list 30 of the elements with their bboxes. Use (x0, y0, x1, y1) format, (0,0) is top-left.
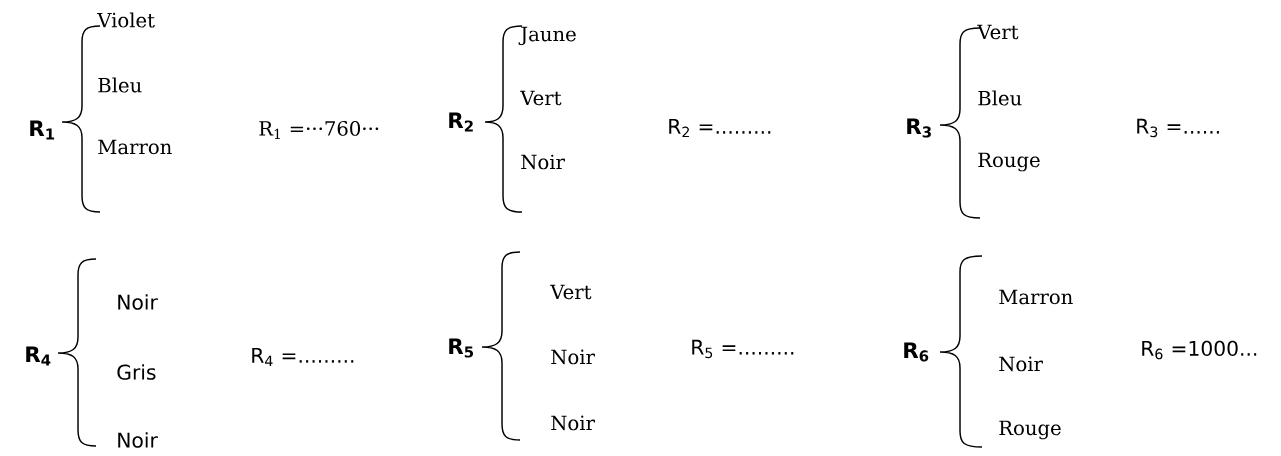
colour-band-label: Noir (118, 432, 158, 448)
resistance-answer: R$_{6}$ =1000... (1142, 340, 1257, 360)
resistor-name: R$_{3}$ (907, 118, 931, 138)
colour-band-label: Noir (521, 154, 565, 170)
resistor-name: R$_{1}$ (30, 120, 55, 140)
colour-band-label: Vert (977, 24, 1019, 40)
resistor-name: R$_{4}$ (26, 346, 51, 366)
colour-band-label: Gris (117, 364, 156, 380)
resistance-answer: R$_{2}$ =......... (669, 118, 771, 138)
colour-band-label: Noir (999, 356, 1043, 372)
colour-band-label: Rouge (978, 152, 1040, 172)
resistance-answer: R$_{4}$ =......... (252, 347, 354, 367)
colour-band-label: Noir (551, 349, 595, 365)
colour-band-label: Rouge (999, 420, 1061, 440)
resistor-name: R$_{2}$ (449, 112, 473, 132)
resistance-answer: R$_{1}$ =···760··· (259, 121, 379, 139)
colour-band-label: Jaune (518, 26, 576, 46)
colour-band-label: Marron (999, 289, 1073, 305)
colour-band-label: Noir (551, 415, 595, 431)
colour-band-label: Bleu (978, 90, 1022, 106)
resistance-answer: R$_{3}$ =...... (1137, 118, 1219, 138)
resistor-name: R$_{6}$ (904, 342, 929, 362)
colour-band-label: Bleu (98, 77, 142, 93)
colour-band-label: Noir (118, 294, 158, 310)
resistance-answer: R$_{5}$ =......... (692, 339, 794, 359)
colour-band-label: Vert (550, 284, 592, 300)
colour-band-label: Violet (97, 12, 155, 28)
colour-band-label: Vert (520, 90, 562, 106)
colour-band-label: Marron (98, 139, 172, 155)
resistor-name: R$_{5}$ (449, 338, 474, 358)
